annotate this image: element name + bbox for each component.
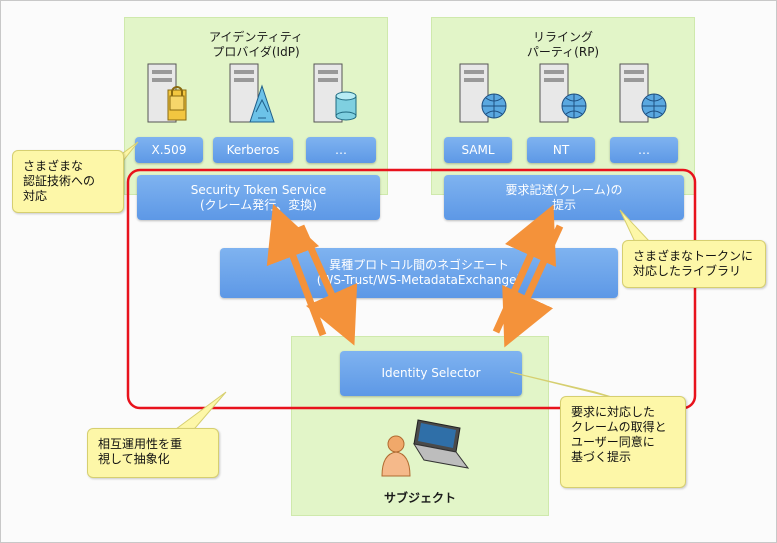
identity-selector-box: Identity Selector [340,351,522,396]
token-saml: SAML [444,137,512,163]
globe-server-icon [619,63,667,123]
kerberos-server-icon [229,63,275,123]
idp-title: アイデンティティ プロバイダ(IdP) [209,30,303,59]
token-more-idp: … [306,137,376,163]
interop-frame [126,168,697,410]
token-nt: NT [527,137,595,163]
note-auth: さまざまな 認証技術への 対応 [12,150,124,213]
claims-box: 要求記述(クレーム)の 提示 [444,175,684,220]
token-x509: X.509 [135,137,203,163]
rp-title: リライング パーティ(RP) [526,30,600,59]
note-tokens-tail [619,209,652,243]
note-claims: 要求に対応した クレームの取得と ユーザー同意に 基づく提示 [560,396,686,488]
laptop-icon [412,419,470,469]
database-server-icon [313,63,357,123]
note-claims-tail [509,371,616,399]
person-icon [381,435,411,477]
arrow-claims-down [502,224,564,348]
note-tokens: さまざまなトークンに 対応したライブラリ [622,240,766,288]
lock-server-icon [147,63,187,123]
globe-server-icon [539,63,587,123]
note-abstraction: 相互運用性を重 視して抽象化 [87,428,219,478]
subject-label: サブジェクト [383,491,456,505]
sts-box: Security Token Service (クレーム発行、変換) [137,175,380,220]
arrow-sts-up [266,203,327,337]
arrow-sts-down [297,224,358,346]
token-more-rp: … [610,137,678,163]
token-kerberos: Kerberos [213,137,293,163]
globe-server-icon [459,63,507,123]
